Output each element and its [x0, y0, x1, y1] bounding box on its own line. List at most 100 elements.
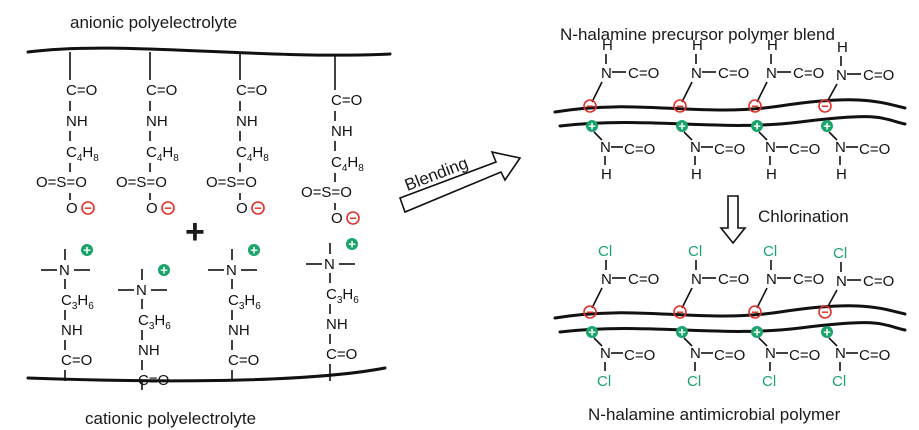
sulfonyl-label: O=S=O: [36, 174, 87, 191]
butylene-label: C4H8: [146, 144, 179, 164]
propylene-label: C3H6: [138, 312, 171, 332]
amide-nh-label: NH: [138, 342, 160, 359]
negative-charge-sign: −: [84, 201, 92, 216]
amide-n-label: N: [600, 345, 611, 362]
bond-line: [828, 131, 838, 141]
positive-charge-sign: +: [753, 325, 761, 340]
positive-charge-icon: [676, 120, 688, 132]
plus-sign: +: [185, 213, 205, 251]
negative-charge-sign: −: [164, 201, 172, 216]
amide-n-label: N: [690, 345, 701, 362]
negative-charge-sign: −: [349, 211, 357, 226]
carbonyl-label: C=O: [714, 347, 745, 364]
hydrogen-label: H: [837, 39, 848, 56]
bond-line: [828, 337, 838, 347]
sulfonyl-label: O=S=O: [301, 184, 352, 201]
carbonyl-label: C=O: [146, 82, 177, 99]
ammonium-n-label: N: [136, 282, 147, 299]
carbonyl-label: C=O: [331, 92, 362, 109]
oxygen-label: O: [331, 210, 343, 227]
cationic-units: N+C3H6NHC=ON+C3H6NHC=ON+C3H6NHC=ON+C3H6N…: [41, 237, 359, 390]
carbonyl-label: C=O: [718, 65, 749, 82]
hydrogen-label: H: [691, 166, 702, 183]
carbonyl-label: C=O: [624, 347, 655, 364]
cationic-title: cationic polyelectrolyte: [85, 409, 256, 428]
positive-charge-icon: [821, 326, 833, 338]
amide-n-label: N: [765, 345, 776, 362]
negative-charge-icon: [81, 201, 95, 215]
ammonium-n-label: N: [324, 256, 335, 273]
amide-n-label: N: [691, 271, 702, 288]
anionic-units: C=ONHC4H8O=S=OO−C=ONHC4H8O=S=OO−C=ONHC4H…: [36, 52, 364, 227]
bond-line: [756, 287, 768, 309]
carbonyl-label: C=O: [624, 141, 655, 158]
negative-charge-icon: [251, 201, 265, 215]
anionic-title: anionic polyelectrolyte: [70, 13, 237, 32]
amide-nh-label: NH: [66, 113, 88, 130]
amide-nh-label: NH: [146, 113, 168, 130]
amide-nh-label: NH: [326, 316, 348, 333]
ammonium-n-label: N: [226, 262, 237, 279]
anionic-backbone: [26, 46, 392, 57]
negative-charge-sign: −: [676, 305, 684, 320]
negative-charge-sign: −: [586, 99, 594, 114]
carbonyl-label: C=O: [793, 65, 824, 82]
propylene-label: C3H6: [61, 292, 94, 312]
positive-charge-icon: [81, 244, 93, 256]
bond-line: [681, 287, 693, 309]
carbonyl-label: C=O: [793, 271, 824, 288]
positive-charge-sign: +: [823, 119, 831, 134]
bond-line: [593, 131, 603, 141]
negative-charge-icon: [673, 305, 687, 319]
negative-charge-icon: [161, 201, 175, 215]
carbonyl-label: C=O: [718, 271, 749, 288]
positive-charge-sign: +: [753, 119, 761, 134]
amide-n-label: N: [835, 345, 846, 362]
negative-charge-sign: −: [751, 99, 759, 114]
positive-charge-sign: +: [678, 119, 686, 134]
oxygen-label: O: [66, 200, 78, 217]
oxygen-label: O: [146, 200, 158, 217]
propylene-label: C3H6: [326, 286, 359, 306]
negative-charge-icon: [346, 211, 360, 225]
positive-charge-sign: +: [588, 119, 596, 134]
carbonyl-label: C=O: [236, 82, 267, 99]
carbonyl-label: C=O: [138, 372, 169, 389]
positive-charge-sign: +: [678, 325, 686, 340]
negative-charge-sign: −: [821, 99, 829, 114]
amide-n-label: N: [765, 139, 776, 156]
bond-line: [683, 337, 693, 347]
amide-n-label: N: [691, 65, 702, 82]
chlorine-label: Cl: [597, 373, 611, 390]
bond-line: [756, 81, 768, 103]
amide-n-label: N: [766, 271, 777, 288]
amide-nh-label: NH: [228, 322, 250, 339]
butylene-label: C4H8: [66, 144, 99, 164]
chlorine-label: Cl: [833, 245, 847, 262]
chlorine-label: Cl: [763, 243, 777, 260]
amide-n-label: N: [836, 67, 847, 84]
ammonium-n-label: N: [59, 262, 70, 279]
positive-charge-sign: +: [588, 325, 596, 340]
upper-backbone: [553, 98, 907, 114]
positive-charge-icon: [676, 326, 688, 338]
hydrogen-label: H: [692, 37, 703, 54]
positive-charge-sign: +: [823, 325, 831, 340]
carbonyl-label: C=O: [789, 141, 820, 158]
positive-charge-sign: +: [348, 237, 356, 252]
amide-nh-label: NH: [61, 322, 83, 339]
carbonyl-label: C=O: [863, 67, 894, 84]
negative-charge-icon: [583, 99, 597, 113]
positive-charge-icon: [751, 120, 763, 132]
carbonyl-label: C=O: [789, 347, 820, 364]
chlorine-label: Cl: [688, 243, 702, 260]
chlorine-label: Cl: [762, 373, 776, 390]
